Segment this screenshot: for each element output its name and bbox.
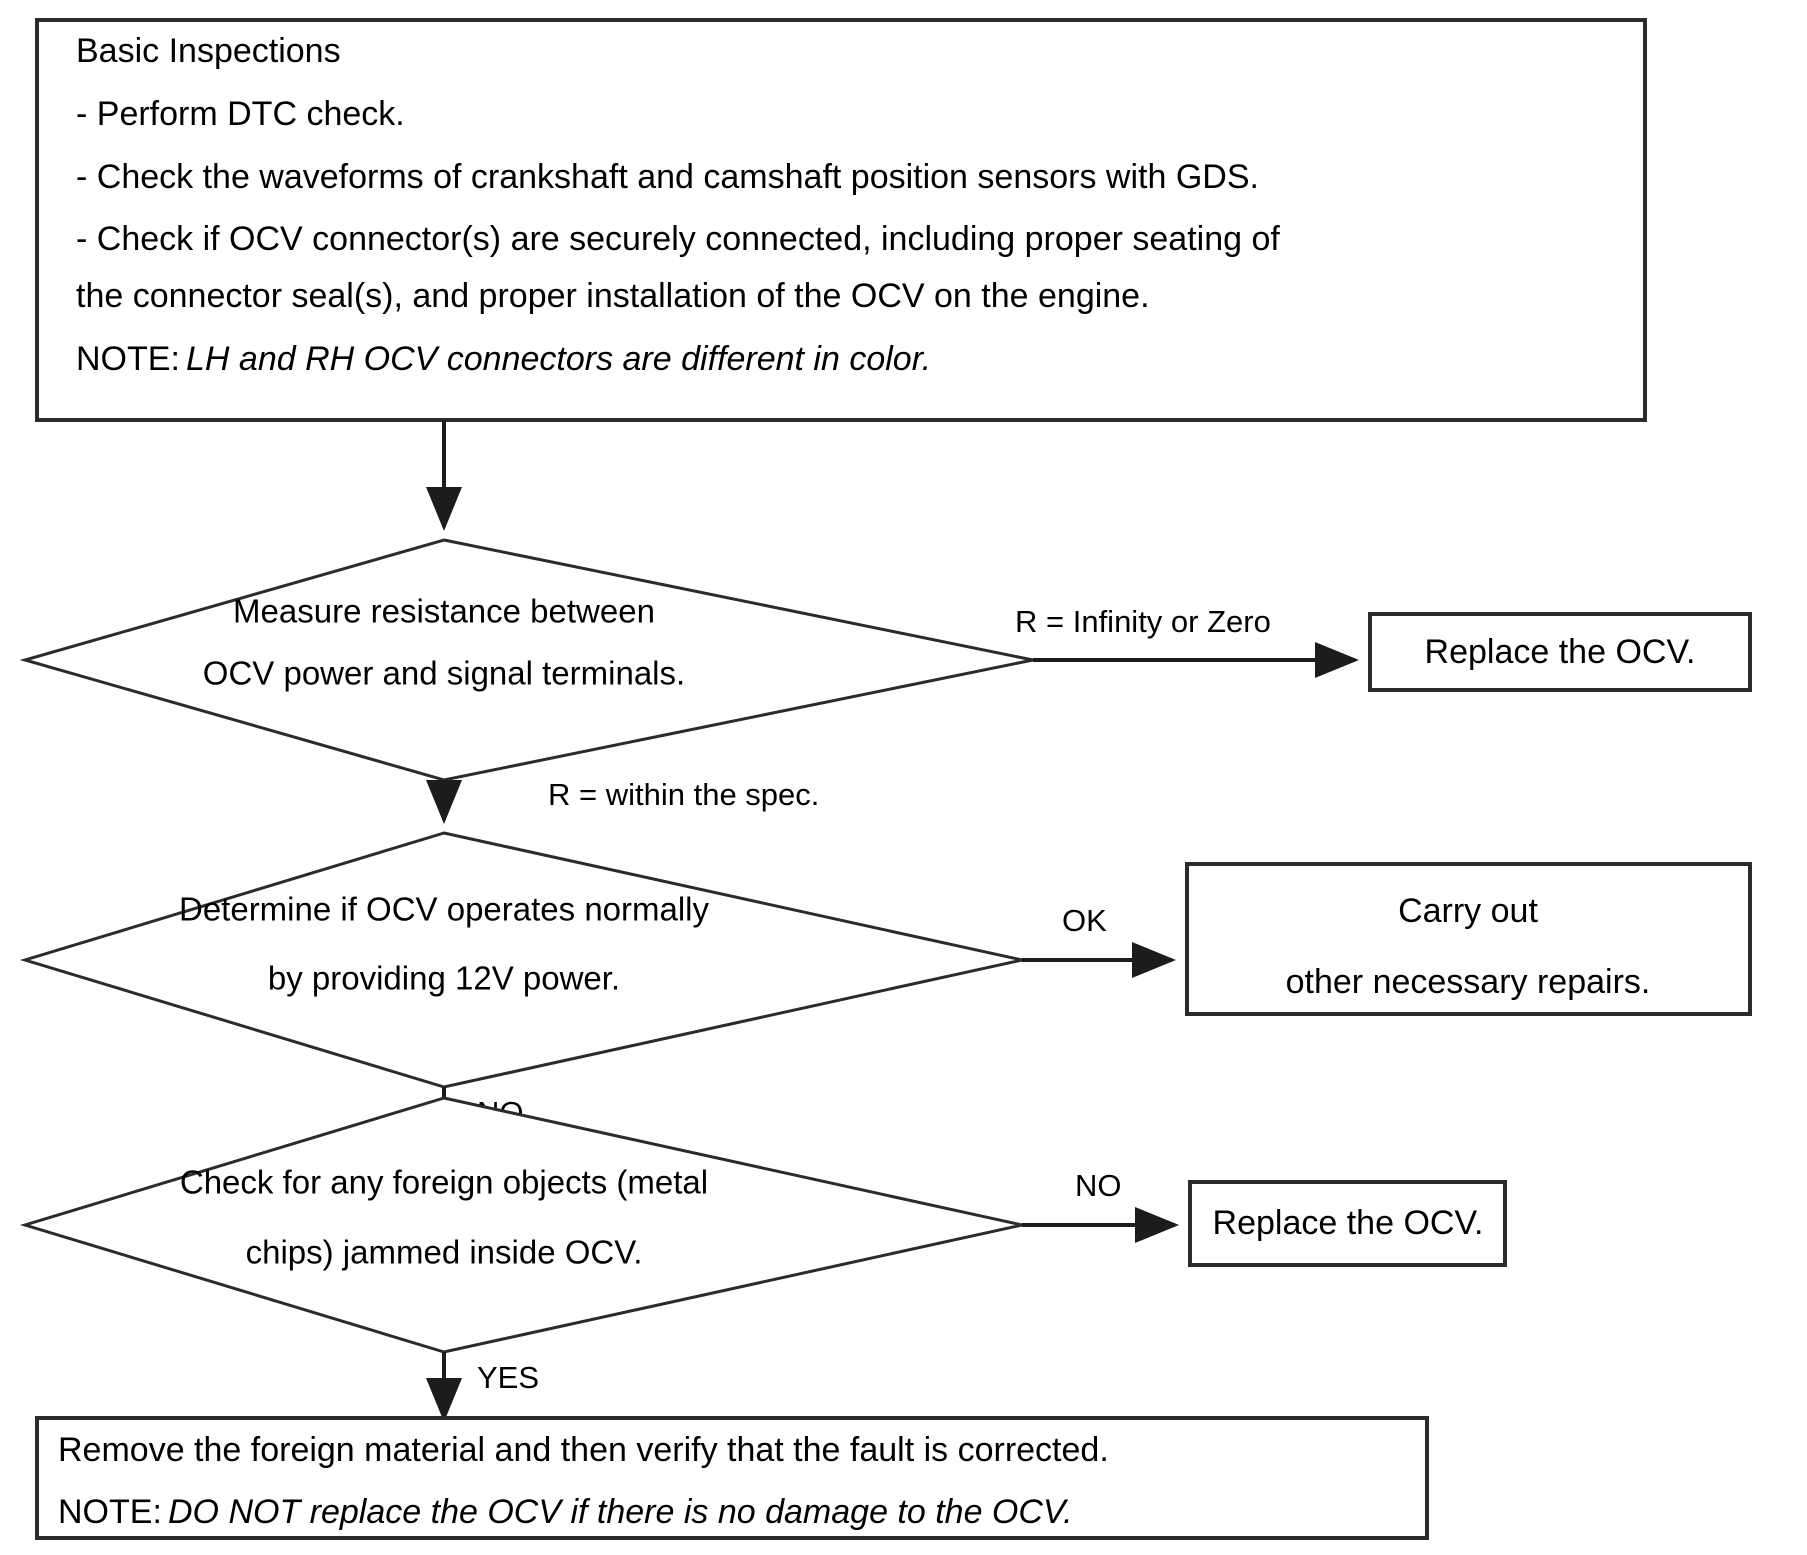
carry-out-text-2: other necessary repairs. (1286, 963, 1651, 1001)
edge-label-within-spec: R = within the spec. (548, 777, 819, 812)
basic-inspections-line-1: - Perform DTC check. (76, 95, 405, 133)
edge-label-ok: OK (1062, 903, 1107, 938)
node-replace-ocv-2 (1188, 1180, 1507, 1267)
check-foreign-text-2: chips) jammed inside OCV. (246, 1234, 643, 1271)
basic-inspections-title: Basic Inspections (76, 32, 341, 70)
basic-inspections-line-3: - Check if OCV connector(s) are securely… (76, 220, 1280, 258)
node-basic-inspections (35, 18, 1647, 422)
node-remove-foreign-material (35, 1416, 1429, 1540)
basic-inspections-note-label: NOTE: (76, 340, 180, 378)
node-replace-ocv-1 (1368, 612, 1752, 692)
carry-out-text-1: Carry out (1398, 892, 1538, 930)
determine-operation-text-2: by providing 12V power. (268, 960, 620, 997)
node-check-foreign-objects (19, 1096, 1023, 1354)
basic-inspections-line-2: - Check the waveforms of crankshaft and … (76, 158, 1259, 196)
remove-material-note-label: NOTE: (58, 1493, 162, 1531)
measure-resistance-text-2: OCV power and signal terminals. (203, 655, 685, 692)
edge-label-yes-foreign: YES (477, 1360, 539, 1395)
remove-material-line-1: Remove the foreign material and then ver… (58, 1431, 1109, 1469)
replace-ocv-1-text: Replace the OCV. (1425, 633, 1696, 671)
edge-label-no-foreign: NO (1075, 1168, 1122, 1203)
remove-material-note-text: DO NOT replace the OCV if there is no da… (168, 1493, 1073, 1531)
replace-ocv-2-text: Replace the OCV. (1213, 1204, 1484, 1242)
check-foreign-text-1: Check for any foreign objects (metal (180, 1164, 708, 1201)
determine-operation-text-1: Determine if OCV operates normally (179, 891, 710, 928)
basic-inspections-line-4: the connector seal(s), and proper instal… (76, 277, 1150, 315)
measure-resistance-text-1: Measure resistance between (233, 593, 655, 630)
node-carry-out-repairs (1185, 862, 1752, 1016)
basic-inspections-note-text: LH and RH OCV connectors are different i… (186, 340, 931, 378)
edge-label-infinity-or-zero: R = Infinity or Zero (1015, 604, 1271, 639)
